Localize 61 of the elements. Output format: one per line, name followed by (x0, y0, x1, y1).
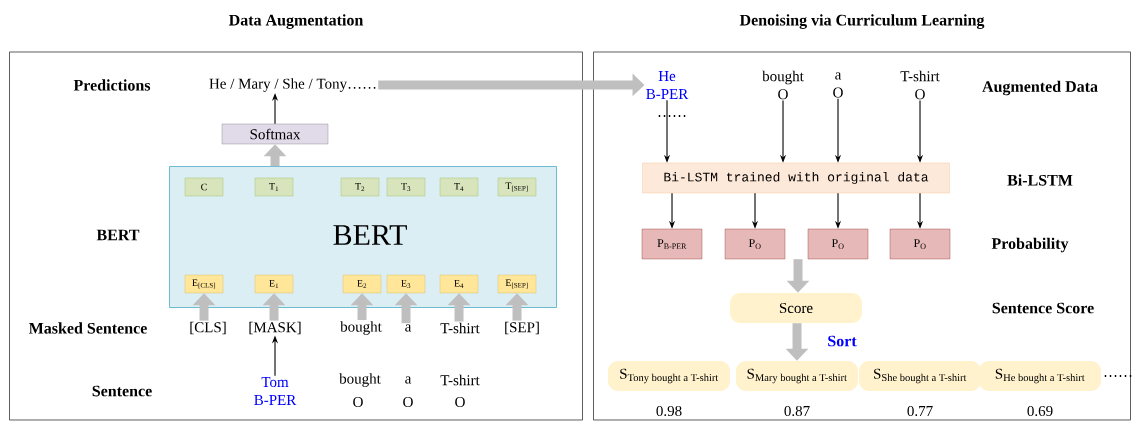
ellipsis: …… (1104, 375, 1132, 377)
panel-title: Data Augmentation (228, 14, 364, 29)
output-box: T$_{1}$ (254, 177, 294, 197)
token-text: a O (833, 72, 843, 98)
row-label: Masked Sentence (28, 322, 147, 334)
output-box: T$_{3}$ (386, 177, 426, 197)
edge-label: Sort (828, 335, 857, 347)
row-label: Bi-LSTM (1007, 174, 1073, 186)
token-text: He B-PER (646, 71, 689, 99)
row-label: Predictions (73, 79, 151, 91)
token-text: O (403, 396, 413, 408)
embedding-box: E$_{4}$ (439, 274, 479, 294)
model-box: Bi-LSTM trained with original data (642, 162, 950, 194)
node-label: $\mathrm{S}_{\text{He bought a T-shirt}}$ (995, 368, 1085, 384)
embedding-box: E$_{1}$ (254, 274, 294, 294)
score-value: 0.87 (784, 405, 810, 417)
token-text: a (405, 324, 412, 332)
ellipsis: …… (658, 115, 686, 117)
token-text: O (353, 396, 363, 408)
score-box: $\mathrm{S}_{\text{He bought a T-shirt}}$ (979, 361, 1101, 391)
node-label: $\mathrm{S}_{\text{Mary bought a T-shirt}}$ (747, 368, 847, 384)
token-text: T-shirt (440, 374, 480, 386)
panel-title: Denoising via Curriculum Learning (739, 14, 985, 29)
probability-box: P$_{O}$ (807, 228, 869, 260)
probability-box: P$_{B-PER}$ (641, 228, 703, 260)
embedding-box: E$_{[CLS]}$ (184, 274, 224, 294)
output-box: T$_{[SEP]}$ (497, 177, 537, 197)
score-value: 0.69 (1027, 405, 1053, 417)
token-text: bought O (762, 70, 804, 100)
row-label: Sentence (92, 385, 152, 397)
softmax-box: Softmax (221, 123, 329, 145)
embedding-box: E$_{[SEP]}$ (497, 274, 537, 294)
node-label: $\mathrm{S}_{\text{She bought a T-shirt}}$ (874, 368, 967, 384)
token-text: [MASK] (249, 321, 301, 335)
row-label: Sentence Score (992, 302, 1094, 314)
row-label: Augmented Data (982, 80, 1098, 96)
score-box: $\mathrm{S}_{\text{Tony bought a T-shirt}}$ (608, 361, 730, 391)
output-box: T$_{4}$ (439, 177, 479, 197)
row-label: BERT (96, 229, 140, 241)
token-text: [SEP] (505, 321, 539, 335)
token-text: T-shirt O (900, 70, 940, 100)
score-value: 0.98 (656, 405, 682, 417)
output-box: C (184, 177, 224, 197)
score-box: Score (730, 293, 862, 323)
score-box: $\mathrm{S}_{\text{Mary bought a T-shirt}}$ (736, 361, 858, 391)
token-text: a (405, 376, 412, 384)
probability-box: P$_{O}$ (724, 228, 786, 260)
score-value: 0.77 (907, 405, 933, 417)
token-text: bought (339, 373, 381, 387)
token-text: He / Mary / She / Tony…… (209, 78, 376, 92)
token-text: [CLS] (190, 321, 226, 335)
token-text: bought (340, 321, 382, 335)
embedding-box: E$_{2}$ (342, 274, 382, 294)
token-text: Tom B-PER (254, 377, 297, 405)
row-label: Probability (991, 237, 1069, 253)
score-box: $\mathrm{S}_{\text{She bought a T-shirt}}$ (859, 361, 981, 391)
probability-box: P$_{O}$ (889, 228, 951, 260)
token-text: O (455, 396, 465, 408)
embedding-box: E$_{3}$ (386, 274, 426, 294)
token-text: T-shirt (440, 322, 480, 334)
output-box: T$_{2}$ (340, 177, 380, 197)
